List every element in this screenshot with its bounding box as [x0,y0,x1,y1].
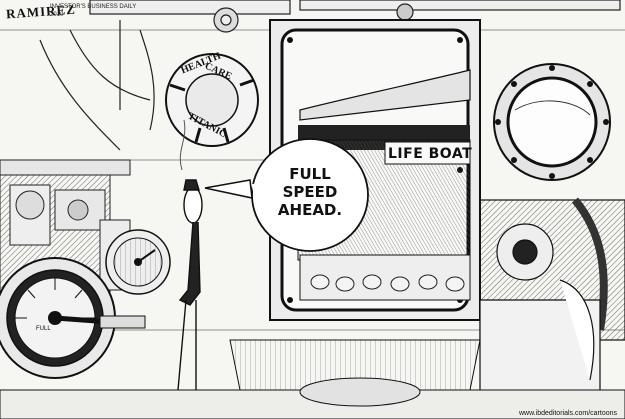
engine-room-floor [0,339,625,419]
footer-url: www.ibdeditorials.com/cartoons [518,410,617,417]
speech-line-3: AHEAD. [277,201,343,219]
copyright-year: 2010 [50,12,64,18]
speech-bubble [204,138,369,252]
speech-bubble-text: FULL SPEED AHEAD. [262,165,358,219]
speech-line-1: FULL [289,165,331,183]
engine-telegraph-dial [0,257,146,379]
publication-credit: INVESTOR'S BUSINESS DAILY [50,4,137,10]
speech-line-2: SPEED [282,183,338,201]
right-machinery [479,197,625,401]
telegraph-dial-label: FULL [36,326,51,332]
porthole [493,63,611,181]
ceiling-pipes [39,0,621,151]
life-ring [165,53,259,147]
lifeboat-label: LIFE BOAT [388,146,473,162]
pressure-gauge [105,229,171,295]
